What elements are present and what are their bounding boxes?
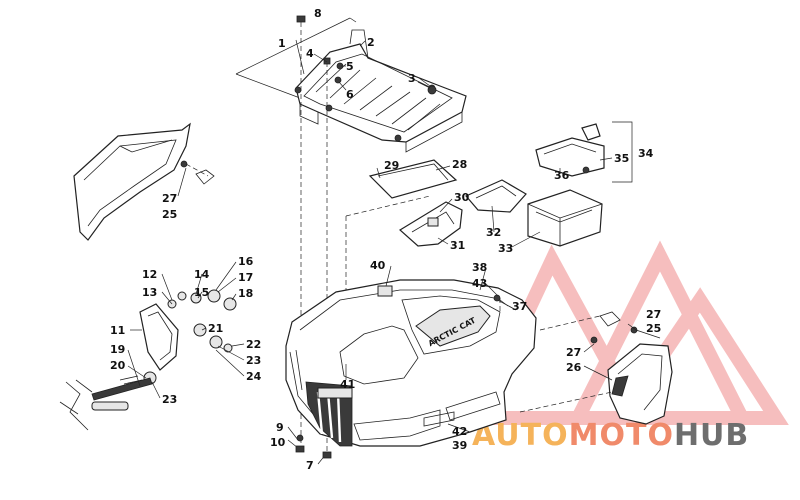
callout-40: 40	[370, 259, 386, 272]
callout-31: 31	[450, 239, 465, 252]
callout-33: 33	[498, 242, 513, 255]
rack-bracket	[235, 17, 357, 99]
callout-36: 36	[554, 169, 570, 182]
headlight-left	[59, 289, 237, 431]
callout-42: 42	[452, 425, 467, 438]
watermark-word-hub: HUB	[673, 418, 750, 453]
callout-18: 18	[238, 287, 253, 300]
front-hood: ARCTIC CAT	[285, 279, 537, 447]
callout-7: 7	[306, 459, 314, 472]
callout-2: 2	[367, 36, 375, 49]
callout-10: 10	[270, 436, 286, 449]
callout-26: 26	[566, 361, 582, 374]
callout-27-right-lower: 27	[566, 346, 581, 359]
callout-41: 41	[340, 378, 355, 391]
callout-38: 38	[472, 261, 487, 274]
callout-37: 37	[512, 300, 527, 313]
callout-5: 5	[346, 60, 354, 73]
callout-29: 29	[384, 159, 399, 172]
callout-35: 35	[614, 152, 629, 165]
callout-12: 12	[142, 268, 157, 281]
callout-27-left: 27	[162, 192, 177, 205]
callout-23-lower: 23	[162, 393, 177, 406]
callout-43: 43	[472, 277, 487, 290]
callout-17: 17	[238, 271, 253, 284]
callout-11: 11	[110, 324, 125, 337]
callout-4: 4	[306, 47, 314, 60]
callout-1: 1	[278, 37, 286, 50]
callout-25-left: 25	[162, 208, 177, 221]
callout-3: 3	[408, 72, 416, 85]
front-storage-box	[465, 179, 603, 247]
callout-32: 32	[486, 226, 501, 239]
callout-19: 19	[110, 343, 125, 356]
callout-23-upper: 23	[246, 354, 261, 367]
callout-13: 13	[142, 286, 157, 299]
small-parts	[295, 285, 393, 459]
rear-rack	[294, 29, 467, 153]
callout-14: 14	[194, 268, 210, 281]
callout-16: 16	[238, 255, 254, 268]
storage-lids	[345, 159, 463, 358]
callout-25-right: 25	[646, 322, 661, 335]
callout-6: 6	[346, 88, 354, 101]
right-side-panel	[519, 311, 673, 425]
callout-15: 15	[194, 286, 209, 299]
callout-24: 24	[246, 370, 262, 383]
callout-22: 22	[246, 338, 261, 351]
callout-28: 28	[452, 158, 467, 171]
callout-labels: 1 2 3 4 5 6 7 8 9 10 11 12 13 14 15 16 1…	[110, 7, 661, 472]
callout-8: 8	[314, 7, 322, 20]
rear-storage-lid	[535, 121, 633, 183]
callout-20: 20	[110, 359, 126, 372]
watermark-word-moto: MOTO	[568, 418, 674, 453]
callout-30: 30	[454, 191, 470, 204]
callout-21: 21	[208, 322, 223, 335]
callout-27-right-upper: 27	[646, 308, 661, 321]
callout-39: 39	[452, 439, 467, 452]
callout-9: 9	[276, 421, 284, 434]
left-side-panel	[73, 122, 215, 241]
callout-34: 34	[638, 147, 654, 160]
